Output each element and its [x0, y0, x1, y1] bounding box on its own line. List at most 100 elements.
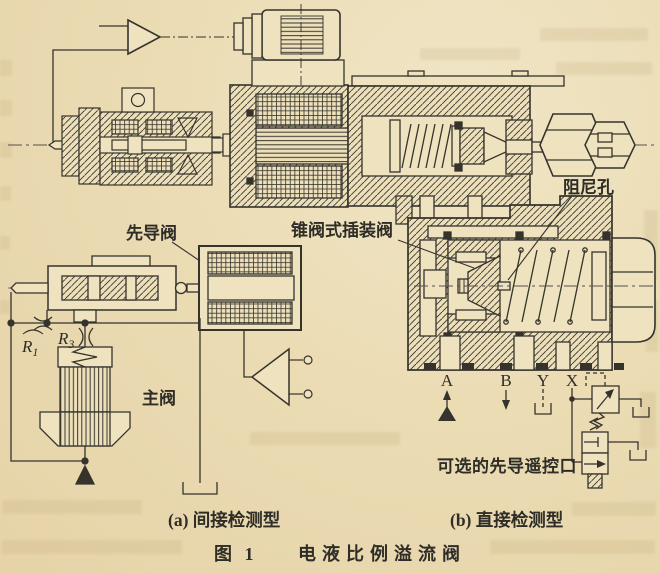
r1-label: R1	[21, 337, 38, 359]
feedback-line	[52, 49, 128, 143]
seal	[602, 231, 611, 240]
relief-outlet	[619, 398, 642, 407]
lvdt-end-cap-outer	[61, 115, 80, 177]
hex-facets	[546, 129, 599, 161]
dir-valve-flow-arrowhead	[597, 460, 606, 468]
spring-chamber-box	[57, 346, 113, 368]
solenoid-a-coil	[207, 251, 293, 275]
junction-dot	[7, 319, 15, 327]
pilot-poppet-carrier	[459, 127, 485, 165]
lvdt-coil	[111, 119, 139, 135]
lvdt-coil	[111, 157, 139, 173]
top-channel	[427, 225, 559, 239]
pilot-stage-body	[347, 70, 636, 207]
component-labels: 先导阀 锥阀式插装阀 阻尼孔 主阀 R1 R3	[21, 178, 614, 408]
lvdt-mount-bracket	[121, 87, 155, 113]
spring-seat-left	[389, 119, 401, 173]
orifice-r3-symbol	[78, 327, 94, 347]
main-valve-label: 主阀	[142, 388, 176, 408]
solenoid-armature	[255, 127, 349, 165]
directional-valve-symbol	[572, 417, 647, 489]
amplifier-symbol-a	[243, 330, 313, 407]
lvdt-cone	[177, 117, 198, 139]
figure-title: 电液比例溢流阀	[298, 543, 466, 564]
dir-valve-spring	[588, 417, 600, 431]
tank-symbol	[632, 407, 650, 418]
main-spool	[59, 366, 111, 413]
dir-valve-outlet	[608, 441, 639, 450]
cover-screw	[511, 70, 529, 77]
pilot-spring	[401, 123, 452, 169]
lvdt-coil	[145, 157, 173, 173]
dir-valve-closed-path	[584, 437, 599, 447]
subcaption-a: (a) 间接检测型	[168, 510, 280, 530]
relief-spring	[592, 412, 606, 430]
schematic-spring	[70, 346, 98, 368]
relief-valve-symbol	[572, 372, 650, 430]
figure-number: 图 1	[214, 544, 258, 564]
cartridge-valve-leader	[397, 239, 475, 269]
relief-pilot-dashed	[585, 372, 606, 386]
port-a-arrowhead	[443, 390, 451, 400]
pilot-a-rod	[10, 282, 49, 294]
seal	[246, 109, 254, 117]
pilot-seat-bore	[505, 139, 533, 155]
orifice-r1-symbol	[33, 316, 53, 331]
connector-contacts	[280, 15, 324, 55]
seal	[454, 121, 463, 130]
junction-dot	[81, 319, 89, 327]
bracket-hole	[130, 92, 146, 108]
seal	[246, 177, 254, 185]
cable-gland-disc	[242, 17, 253, 55]
mounting-feet	[424, 363, 624, 370]
left-rail	[10, 292, 85, 462]
seal	[443, 231, 452, 240]
push-rod	[186, 283, 200, 293]
position-transducer-lvdt	[47, 87, 261, 186]
pilot-valve-label: 先导阀	[126, 223, 177, 243]
subcaption-b: (b) 直接检测型	[450, 510, 563, 530]
port-y-tank-symbol	[534, 403, 552, 415]
main-poppet-core	[59, 411, 111, 447]
lvdt-end-cap-inner	[78, 107, 101, 185]
sleeve-inner	[455, 251, 487, 263]
end-plug-hex	[611, 237, 656, 343]
lvdt-coil	[145, 119, 173, 135]
port-x-label: X	[566, 371, 578, 390]
pilot-valve-a	[8, 255, 300, 323]
port-y-label: Y	[537, 371, 549, 390]
end-plug-facets	[612, 271, 653, 308]
damping-orifice-label: 阻尼孔	[563, 178, 614, 197]
relief-flow-arrowhead	[605, 389, 614, 399]
junction-dot	[43, 319, 51, 327]
proportional-solenoid-a	[198, 245, 302, 331]
terminal	[303, 355, 313, 365]
solenoid-coil	[255, 93, 343, 127]
seal	[515, 231, 524, 240]
amplifier-a-lead	[243, 330, 252, 378]
lvdt-core-rod	[111, 139, 187, 151]
pilot-valve-leader	[171, 241, 201, 262]
lvdt-core-piece	[127, 135, 143, 155]
port-a-inlet-triangle	[438, 406, 456, 421]
main-valve-block	[395, 195, 656, 371]
port-symbols: A B Y X	[438, 371, 578, 462]
stem-tip	[597, 147, 613, 158]
cable-gland-disc	[233, 22, 244, 51]
pilot-a-spool	[61, 275, 159, 301]
spring-seat-right	[451, 125, 461, 167]
dir-valve-plug	[587, 473, 603, 489]
connector-base	[251, 59, 345, 87]
port-slot-y	[555, 341, 571, 371]
optional-pilot-port-label: 可选的先导遥控口	[437, 456, 577, 476]
tank-symbol	[629, 450, 647, 461]
r1-overarc	[22, 329, 44, 335]
body-pillar	[395, 195, 413, 225]
port-b-arrowhead	[502, 400, 510, 410]
r3-label: R3	[57, 329, 74, 351]
port-slot-a	[439, 335, 461, 371]
port-slot-x	[597, 341, 613, 371]
cover-screw	[407, 70, 425, 77]
